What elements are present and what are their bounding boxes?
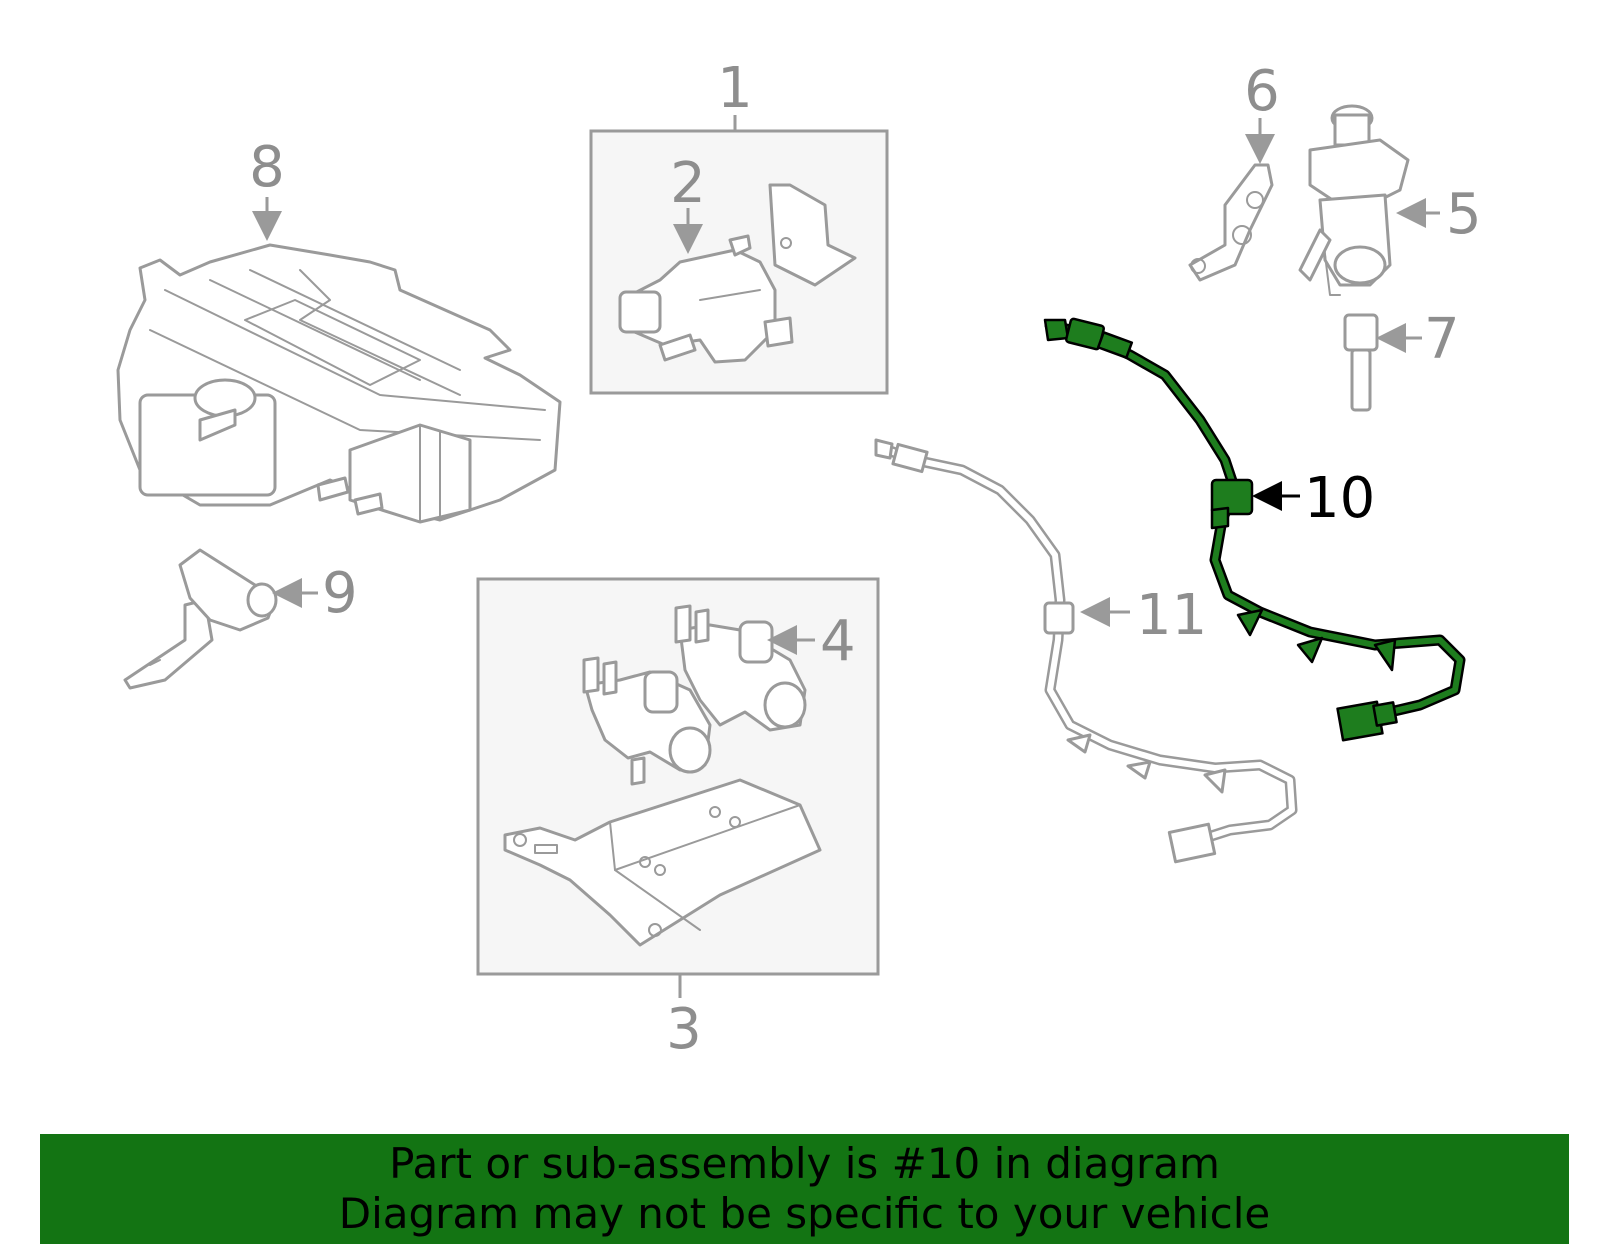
part-6-gasket	[1188, 163, 1274, 282]
part-2-valve	[618, 234, 794, 364]
part-10-oxygen-sensor-highlighted	[1043, 317, 1466, 742]
callout-10: 10	[1304, 466, 1375, 531]
part-2-bracket	[768, 183, 857, 287]
callout-2: 2	[670, 151, 706, 216]
callout-11: 11	[1136, 583, 1207, 648]
part-7-bolt	[1343, 313, 1379, 412]
callout-6: 6	[1244, 59, 1280, 124]
callout-9: 9	[322, 561, 358, 626]
callout-8: 8	[249, 135, 285, 200]
info-banner: Part or sub-assembly is #10 in diagram D…	[40, 1134, 1569, 1244]
part-3-bracket	[503, 778, 822, 947]
part-9-sensor	[123, 548, 278, 690]
callout-1: 1	[717, 56, 753, 121]
part-11-oxygen-sensor	[874, 438, 1298, 864]
callout-4: 4	[820, 609, 856, 674]
part-5-valve	[1298, 104, 1410, 296]
part-8-canister	[116, 243, 562, 524]
callout-7: 7	[1424, 307, 1460, 372]
part-4-solenoid-b	[582, 656, 712, 786]
banner-line-2: Diagram may not be specific to your vehi…	[338, 1189, 1271, 1238]
callout-3: 3	[666, 997, 702, 1062]
banner-line-1: Part or sub-assembly is #10 in diagram	[389, 1139, 1220, 1188]
part-4-solenoid-a	[674, 604, 807, 732]
callout-5: 5	[1446, 182, 1482, 247]
